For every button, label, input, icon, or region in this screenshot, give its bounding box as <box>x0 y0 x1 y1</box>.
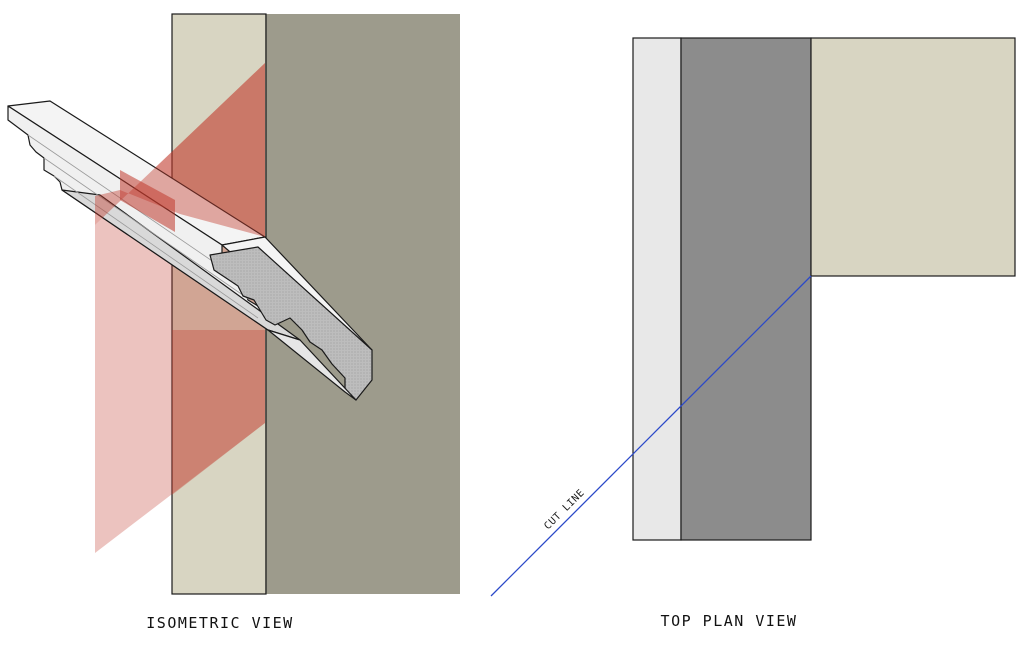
cut-plane-lower <box>172 330 265 495</box>
cut-plane-molding-band <box>120 170 175 232</box>
isometric-caption: ISOMETRIC VIEW <box>146 614 293 632</box>
molding-cut-section <box>209 246 373 401</box>
cut-line <box>490 275 812 597</box>
top-plan-caption: TOP PLAN VIEW <box>661 612 798 630</box>
plan-light-band <box>632 37 682 541</box>
cut-line-label: CUT LINE <box>542 487 587 532</box>
top-plan-view: CUT LINE TOP PLAN VIEW <box>490 37 1016 630</box>
plan-wall-block <box>810 37 1016 277</box>
molding-underside-extension <box>267 329 357 401</box>
isometric-view: ISOMETRIC VIEW <box>7 13 460 632</box>
plan-dark-band <box>680 37 812 541</box>
crown-molding <box>7 100 373 401</box>
